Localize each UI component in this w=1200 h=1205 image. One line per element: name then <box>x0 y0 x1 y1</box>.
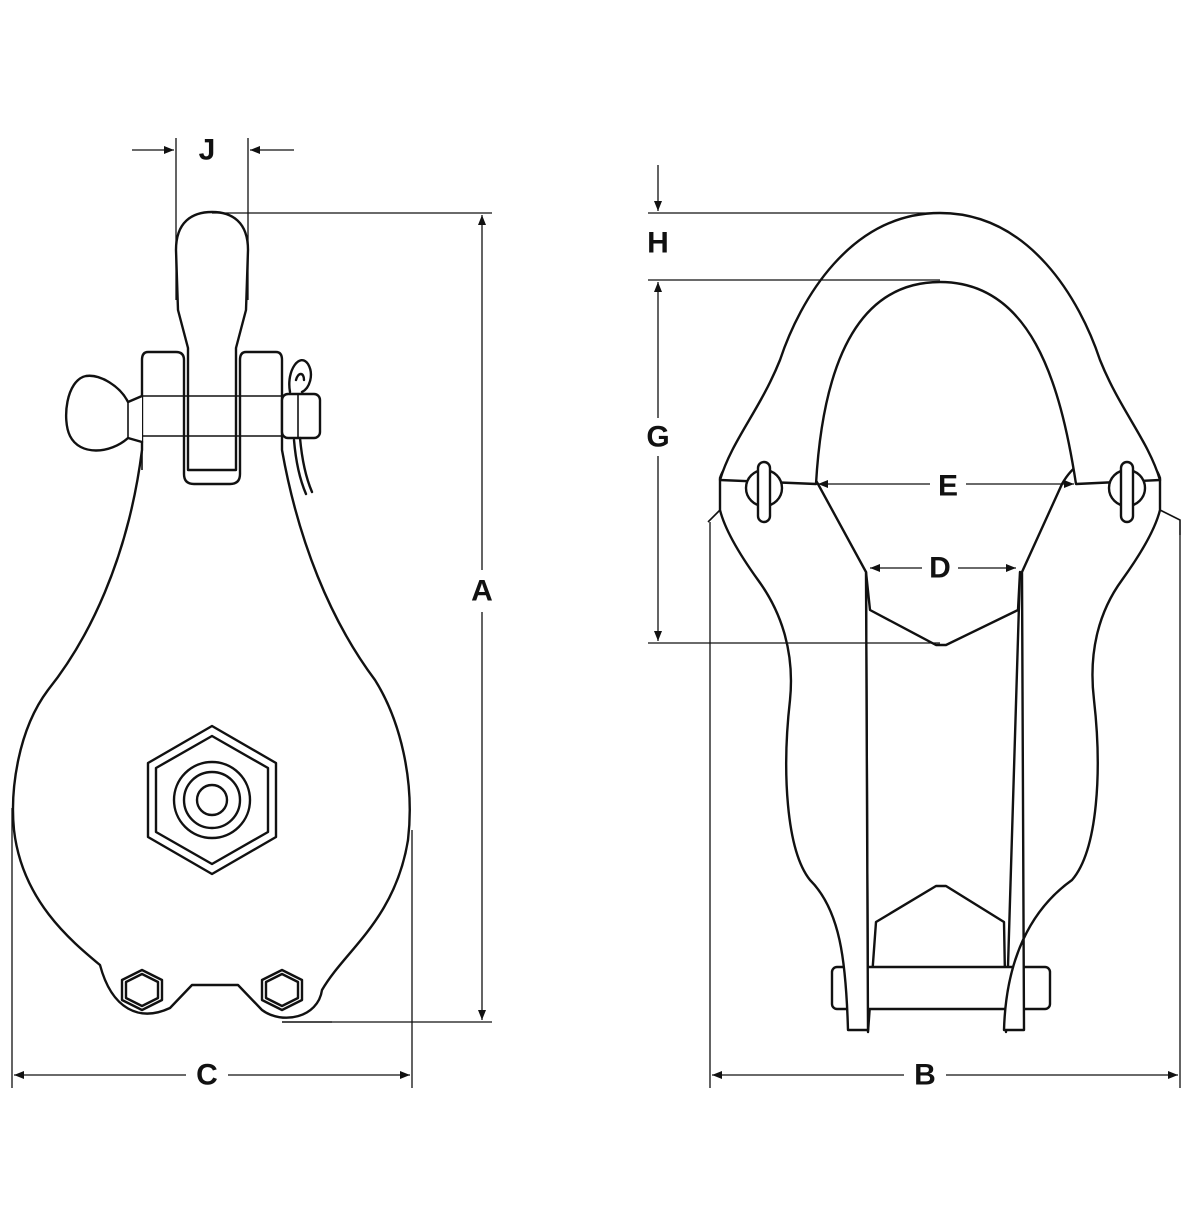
dimension-label-b: B <box>914 1059 936 1092</box>
side-plate <box>11 350 411 1019</box>
left-side-plate <box>718 450 870 1032</box>
axle-hole <box>195 783 229 817</box>
dimension-label-j: J <box>199 134 216 167</box>
hex-bolt-left <box>120 968 164 1012</box>
dimension-label-e: E <box>938 470 958 503</box>
side-view <box>707 211 1181 1034</box>
retainer-chain <box>298 436 314 494</box>
hex-bolt-right <box>260 968 304 1012</box>
axle-bolt <box>830 965 1052 1011</box>
dimension-label-d: D <box>929 552 951 585</box>
sheave <box>864 570 1022 1034</box>
front-dimensions: J A C <box>11 134 493 1092</box>
dimension-label-c: C <box>196 1059 218 1092</box>
shackle-bail <box>718 211 1162 486</box>
hinge-pin-end <box>280 392 322 440</box>
side-dimensions: H G E D B <box>646 165 1181 1092</box>
swivel-eye <box>174 210 250 472</box>
right-side-plate <box>1002 450 1162 1032</box>
bearing-outer <box>172 760 252 840</box>
dimension-label-h: H <box>647 227 669 260</box>
dimension-label-a: A <box>471 575 493 608</box>
hinge-knob <box>64 374 144 452</box>
front-view <box>11 210 411 1023</box>
dimension-label-g: G <box>646 421 669 454</box>
cotter-ring <box>288 359 313 394</box>
